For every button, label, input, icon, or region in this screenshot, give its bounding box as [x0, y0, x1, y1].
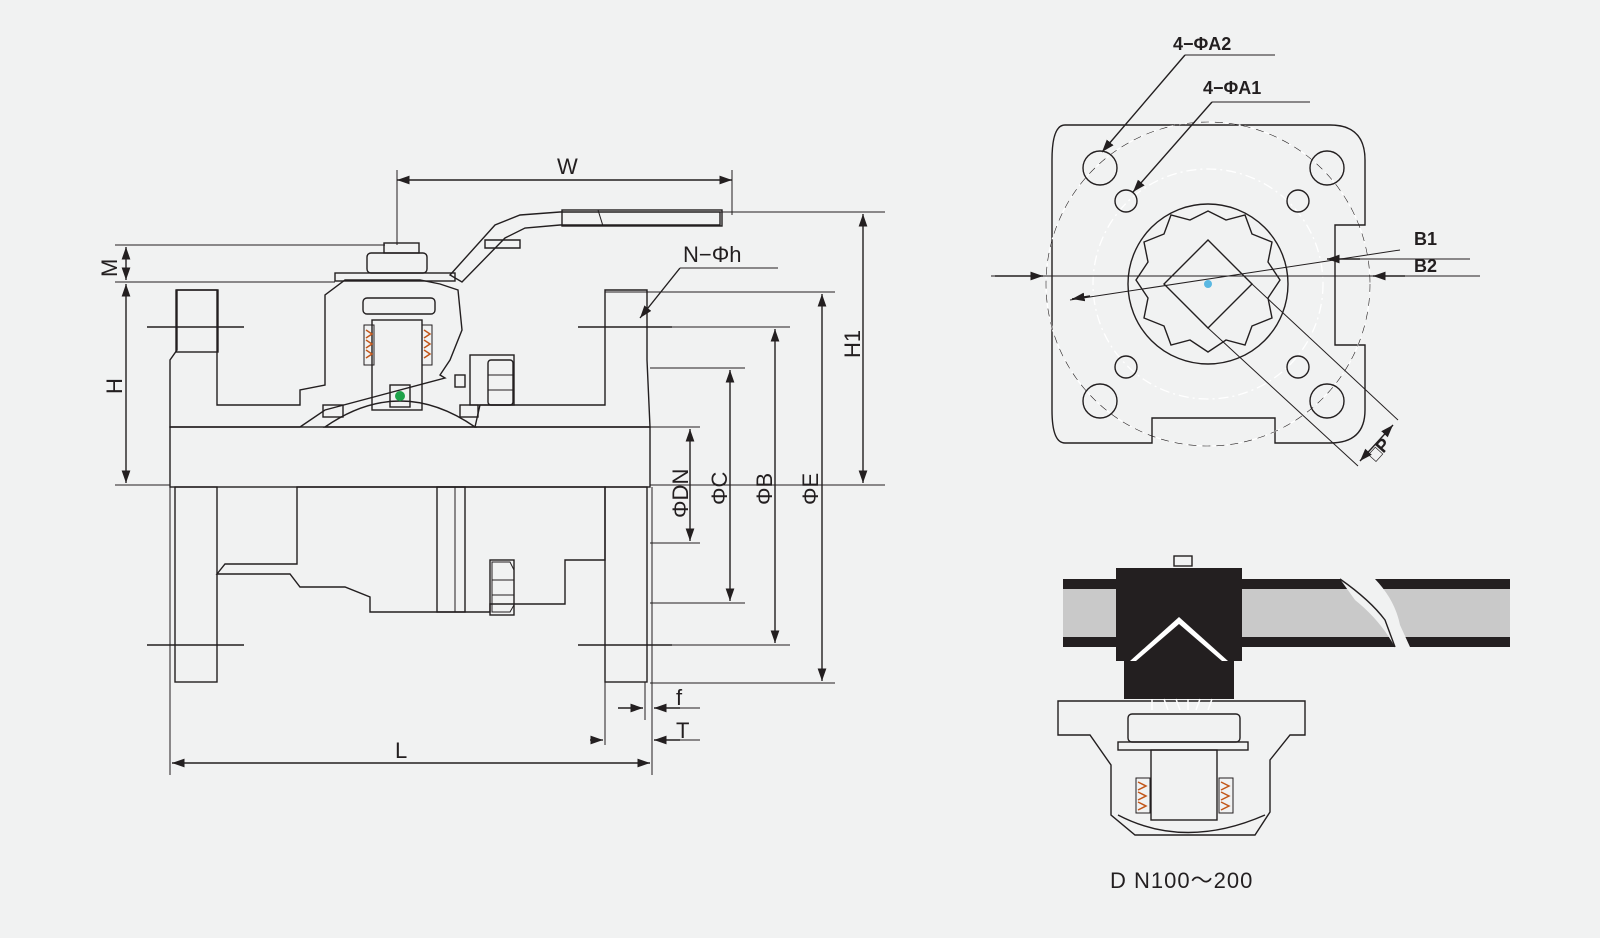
handle	[448, 209, 723, 283]
label-f: f	[676, 685, 683, 710]
dn100-200-detail: D N100～200	[1057, 555, 1510, 893]
label-dia-C: ΦC	[707, 471, 732, 505]
body-flange-band	[169, 426, 651, 488]
bolt-hole-A1	[1286, 189, 1310, 213]
bolt-centerlines	[147, 326, 672, 646]
label-4-A2: 4−ΦA2	[1173, 34, 1231, 54]
bolt-hole-A1	[1114, 355, 1138, 379]
valve-body-blue	[169, 279, 463, 428]
label-dia-DN: ΦDN	[668, 469, 693, 518]
bolt-hole-A2	[1309, 150, 1345, 186]
mounting-plate	[1051, 124, 1366, 444]
label-dia-E: ΦE	[798, 473, 823, 505]
label-B2: B2	[1414, 256, 1437, 276]
stem-nut	[366, 252, 428, 274]
bolt-hole-A1	[1286, 355, 1310, 379]
label-H: H	[102, 378, 127, 394]
detail-body	[1057, 700, 1306, 836]
handle-grip	[561, 209, 723, 227]
label-L: L	[395, 738, 407, 763]
stem-indicator-dot	[395, 391, 405, 401]
label-N-h: N−Φh	[683, 242, 742, 267]
seat-left	[322, 404, 344, 418]
valve-lower-body	[174, 486, 648, 683]
ball	[322, 400, 478, 428]
bolt-hole-A2	[1309, 383, 1345, 419]
valve-section-view: W M H H1 N−Φh ΦDN ΦC ΦB ΦE f T L	[97, 154, 885, 775]
dimensions	[115, 170, 885, 775]
label-M: M	[97, 259, 122, 277]
star-socket	[1135, 210, 1281, 353]
caption-dn-range: D N100～200	[1110, 868, 1253, 893]
label-T: T	[676, 718, 689, 743]
bolt-hole-A1	[1114, 189, 1138, 213]
bolt-hole-A2	[1082, 383, 1118, 419]
label-H1: H1	[840, 330, 865, 358]
valve-flange-cyan	[474, 289, 651, 428]
label-4-A1: 4−ΦA1	[1203, 78, 1261, 98]
mounting-pad-view: 4−ΦA2 4−ΦA1 B1 B2 □P	[991, 34, 1480, 467]
label-dia-B: ΦB	[752, 473, 777, 505]
gland-nut	[362, 297, 436, 315]
packing-rings	[363, 324, 433, 366]
center-bore	[1127, 203, 1289, 365]
pad-dimensions	[991, 54, 1480, 467]
label-W: W	[557, 154, 578, 179]
detail-packing	[1135, 777, 1151, 814]
seat-right	[459, 404, 479, 418]
label-P: □P	[1364, 434, 1394, 464]
label-B1: B1	[1414, 229, 1437, 249]
body-nut	[487, 359, 514, 406]
bolt-hole-A2	[1082, 150, 1118, 186]
